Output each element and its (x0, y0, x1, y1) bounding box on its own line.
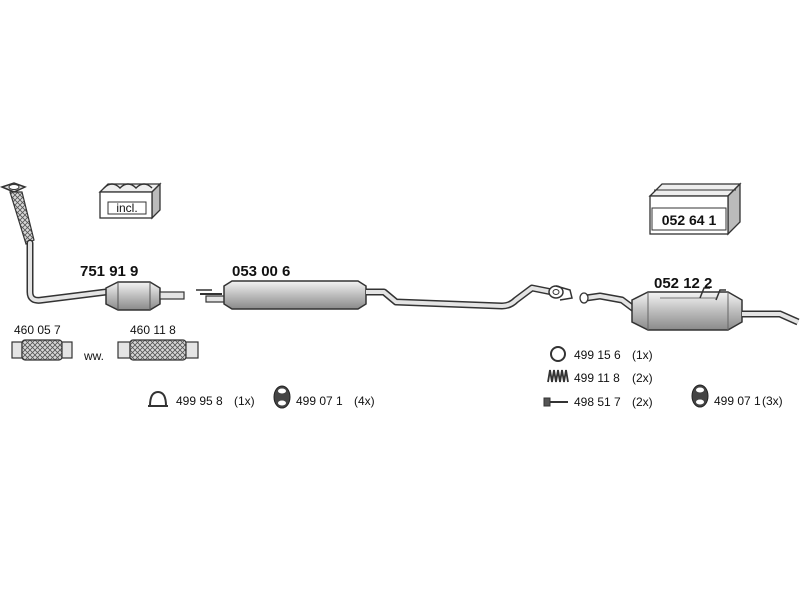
clamp-left-part-number: 460 05 7 (14, 323, 61, 337)
mounting-kit-box-part-number: 052 64 1 (662, 212, 717, 228)
clamp-right-part-number: 460 11 8 (130, 323, 176, 337)
middle-silencer-part-number: 053 00 6 (232, 263, 290, 280)
accessory-code: 499 07 1 (296, 394, 343, 408)
clamp-left (11, 339, 73, 361)
mounting-kit-box (648, 182, 742, 236)
front-pipe-catalyst (0, 182, 185, 311)
front-pipe-part-number: 751 91 9 (80, 263, 138, 280)
accessory-code: 498 51 7 (574, 395, 621, 409)
mounting-kit-small-box (98, 182, 162, 220)
accessory-code: 499 15 6 (574, 348, 621, 362)
accessory-qty: (3x) (762, 394, 783, 408)
ww-label: ww. (83, 349, 104, 363)
spring-icon (547, 369, 569, 383)
accessory-code: 499 11 8 (574, 371, 620, 385)
accessory-qty: (1x) (632, 348, 653, 362)
middle-silencer (196, 280, 573, 310)
accessory-qty: (2x) (632, 395, 653, 409)
rubber-hanger-icon (273, 385, 291, 409)
accessory-qty: (4x) (354, 394, 375, 408)
incl-badge: incl. (116, 201, 137, 215)
rubber-hanger-icon (691, 384, 709, 408)
accessory-code: 499 07 1 (714, 394, 761, 408)
gasket-ring-icon (148, 390, 168, 407)
bolt-icon (543, 397, 568, 407)
accessory-qty: (2x) (632, 371, 653, 385)
o-ring-icon (550, 346, 566, 362)
accessory-qty: (1x) (234, 394, 255, 408)
accessory-code: 499 95 8 (176, 394, 223, 408)
rear-silencer (579, 287, 800, 331)
clamp-right (117, 339, 199, 361)
rear-silencer-part-number: 052 12 2 (654, 275, 712, 292)
